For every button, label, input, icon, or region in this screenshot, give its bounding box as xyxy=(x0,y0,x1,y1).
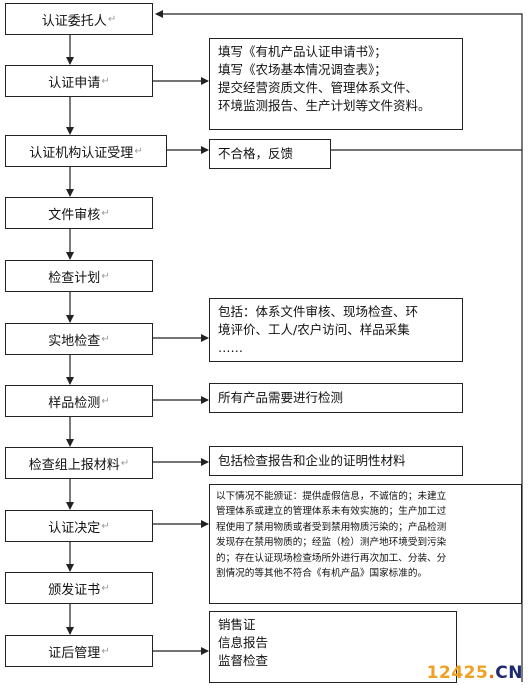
step-inspection-plan: 检查计划↵ xyxy=(5,260,153,292)
note-sampling: 所有产品需要进行检测 xyxy=(209,383,463,413)
note-line: 割情况的等其他不符合《有机产品》国家标准的。 xyxy=(216,568,428,580)
step-post-management: 证后管理↵ xyxy=(5,635,153,667)
note-line: 销售证 xyxy=(218,617,256,632)
site-watermark-logo: 12425.CN xyxy=(427,663,523,683)
note-line: …… xyxy=(218,340,243,355)
step-label: 检查计划 xyxy=(48,270,101,286)
paragraph-mark: ↵ xyxy=(101,270,110,282)
note-line: 监督检查 xyxy=(218,653,269,668)
note-line: 填写《有机产品认证申请书》； xyxy=(218,44,387,59)
step-entrustor: 认证委托人↵ xyxy=(5,3,153,35)
step-label: 颁发证书 xyxy=(48,582,101,598)
step-sample-testing: 样品检测↵ xyxy=(5,385,153,417)
note-line: 环境监测报告、生产计划等文件资料。 xyxy=(218,98,431,113)
step-label: 认证委托人 xyxy=(41,13,107,29)
step-label: 认证决定 xyxy=(48,520,101,536)
step-label: 检查组上报材料 xyxy=(28,457,120,473)
note-line: 程使用了禁用物质或者受到禁用物质污染的；产品检测 xyxy=(216,521,447,533)
step-application: 认证申请↵ xyxy=(5,65,153,97)
note-decision: 以下情况不能颁证：提供虚假信息，不诚信的；未建立 管理体系或建立的管理体系未有效… xyxy=(209,484,522,604)
step-label: 文件审核 xyxy=(48,207,101,223)
note-line: 的；存在认证现场检查场所外进行再次加工、分装、分 xyxy=(216,552,447,564)
note-line: 以下情况不能颁证：提供虚假信息，不诚信的；未建立 xyxy=(216,491,447,502)
step-document-review: 文件审核↵ xyxy=(5,197,153,229)
step-decision: 认证决定↵ xyxy=(5,510,153,542)
note-line: 管理体系或建立的管理体系未有效实施的；生产加工过 xyxy=(216,506,447,518)
note-acceptance-fail: 不合格，反馈 xyxy=(209,139,331,169)
note-line: 包括检查报告和企业的证明性材料 xyxy=(218,453,406,468)
paragraph-mark: ↵ xyxy=(101,333,110,345)
paragraph-mark: ↵ xyxy=(107,13,117,25)
paragraph-mark: ↵ xyxy=(101,75,110,87)
step-site-inspection: 实地检查↵ xyxy=(5,323,153,355)
paragraph-mark: ↵ xyxy=(101,645,110,657)
step-label: 认证申请 xyxy=(48,75,101,91)
note-line: 包括：体系文件审核、现场检查、环 xyxy=(218,304,419,319)
step-certificate: 颁发证书↵ xyxy=(5,572,153,604)
paragraph-mark: ↵ xyxy=(101,520,110,532)
note-post-management: 销售证 信息报告 监督检查 xyxy=(209,611,457,683)
step-label: 证后管理 xyxy=(48,645,101,661)
paragraph-mark: ↵ xyxy=(101,395,110,407)
note-line: 所有产品需要进行检测 xyxy=(218,390,344,405)
step-acceptance: 认证机构认证受理↵ xyxy=(5,135,167,167)
step-label: 样品检测 xyxy=(48,395,101,411)
note-line: 填写《农场基本情况调查表》； xyxy=(218,62,387,77)
note-line: 不合格，反馈 xyxy=(218,146,294,161)
note-line: 发现存在禁用物质的；经监（检）测产地环境受到污染 xyxy=(216,537,447,549)
paragraph-mark: ↵ xyxy=(134,145,143,157)
feedback-loop xyxy=(155,10,523,151)
step-label: 实地检查 xyxy=(48,333,101,349)
paragraph-mark: ↵ xyxy=(120,457,130,469)
watermark-dot: . xyxy=(488,663,496,683)
note-application: 填写《有机产品认证申请书》； 填写《农场基本情况调查表》； 提交经营资质文件、管… xyxy=(209,38,463,130)
note-report: 包括检查报告和企业的证明性材料 xyxy=(209,446,463,476)
step-report-submission: 检查组上报材料↵ xyxy=(5,447,153,479)
watermark-number: 12425 xyxy=(426,663,489,683)
paragraph-mark: ↵ xyxy=(101,207,110,219)
note-inspection: 包括：体系文件审核、现场检查、环 境评价、工人/农户访问、样品采集 …… xyxy=(209,298,463,362)
step-label: 认证机构认证受理 xyxy=(29,145,134,161)
note-line: 境评价、工人/农户访问、样品采集 xyxy=(218,322,410,337)
watermark-suffix: CN xyxy=(495,663,523,683)
note-line: 信息报告 xyxy=(218,635,269,650)
note-line: 提交经营资质文件、管理体系文件、 xyxy=(218,80,419,95)
paragraph-mark: ↵ xyxy=(101,582,110,594)
